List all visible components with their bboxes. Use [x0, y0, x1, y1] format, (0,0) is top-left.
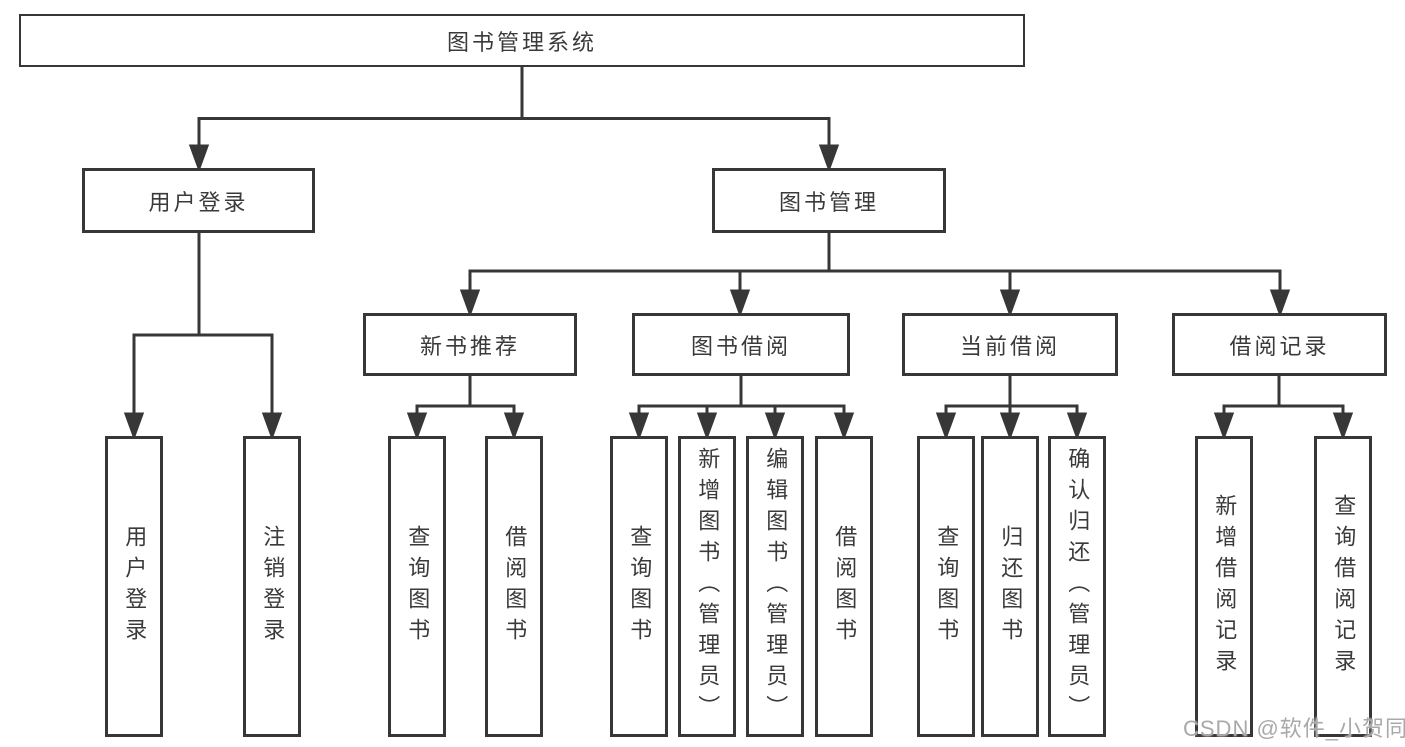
connector-current-borrow-children	[935, 376, 1088, 441]
arrowhead-leaf-logout	[261, 412, 283, 441]
connector-book-management-children	[459, 233, 1291, 318]
arrowhead-new-book-recommend	[459, 289, 481, 318]
arrowhead-leaf-user-login	[123, 412, 145, 441]
watermark: CSDN @软件_小贺同学	[1183, 716, 1405, 741]
leaf-recommend-query-books: 查询图书	[388, 436, 446, 737]
arrowhead-book-borrow	[729, 289, 751, 318]
arrowhead-leaf	[833, 412, 855, 441]
node-book-borrow: 图书借阅	[632, 313, 850, 376]
arrowhead-leaf	[406, 412, 428, 441]
connector-user-login-children	[123, 233, 283, 441]
arrowhead-user-login	[188, 144, 210, 173]
leaf-current-query-books: 查询图书	[917, 436, 975, 737]
connector-book-borrow-children	[628, 376, 855, 441]
connector-borrow-records-children	[1213, 376, 1354, 441]
connector-root-to-level2	[188, 67, 840, 173]
arrowhead-book-management	[818, 144, 840, 173]
connector-new-book-recommend-children	[406, 376, 525, 441]
arrowhead-leaf	[628, 412, 650, 441]
leaf-logout: 注销登录	[243, 436, 301, 737]
leaf-edit-book-admin: 编辑图书（管理员）	[746, 436, 804, 737]
arrowhead-leaf	[503, 412, 525, 441]
arrowhead-leaf	[764, 412, 786, 441]
leaf-confirm-return-admin: 确认归还（管理员）	[1048, 436, 1106, 737]
arrowhead-leaf	[999, 412, 1021, 441]
arrowhead-leaf	[935, 412, 957, 441]
leaf-add-book-admin: 新增图书（管理员）	[678, 436, 736, 737]
node-new-book-recommend: 新书推荐	[363, 313, 577, 376]
leaf-recommend-borrow-books: 借阅图书	[485, 436, 543, 737]
arrowhead-leaf	[696, 412, 718, 441]
node-current-borrow: 当前借阅	[902, 313, 1118, 376]
leaf-return-book: 归还图书	[981, 436, 1039, 737]
leaf-borrow-borrow-books: 借阅图书	[815, 436, 873, 737]
node-root: 图书管理系统	[19, 14, 1025, 67]
node-user-login: 用户登录	[82, 168, 315, 233]
arrowhead-leaf	[1332, 412, 1354, 441]
arrowhead-current-borrow	[999, 289, 1021, 318]
node-borrow-records: 借阅记录	[1172, 313, 1387, 376]
leaf-query-borrow-record: 查询借阅记录	[1314, 436, 1372, 737]
arrowhead-leaf	[1213, 412, 1235, 441]
arrowhead-leaf	[1066, 412, 1088, 441]
leaf-add-borrow-record: 新增借阅记录	[1195, 436, 1253, 737]
leaf-borrow-query-books: 查询图书	[610, 436, 668, 737]
node-book-management: 图书管理	[712, 168, 946, 233]
arrowhead-borrow-records	[1269, 289, 1291, 318]
leaf-user-login: 用户登录	[105, 436, 163, 737]
